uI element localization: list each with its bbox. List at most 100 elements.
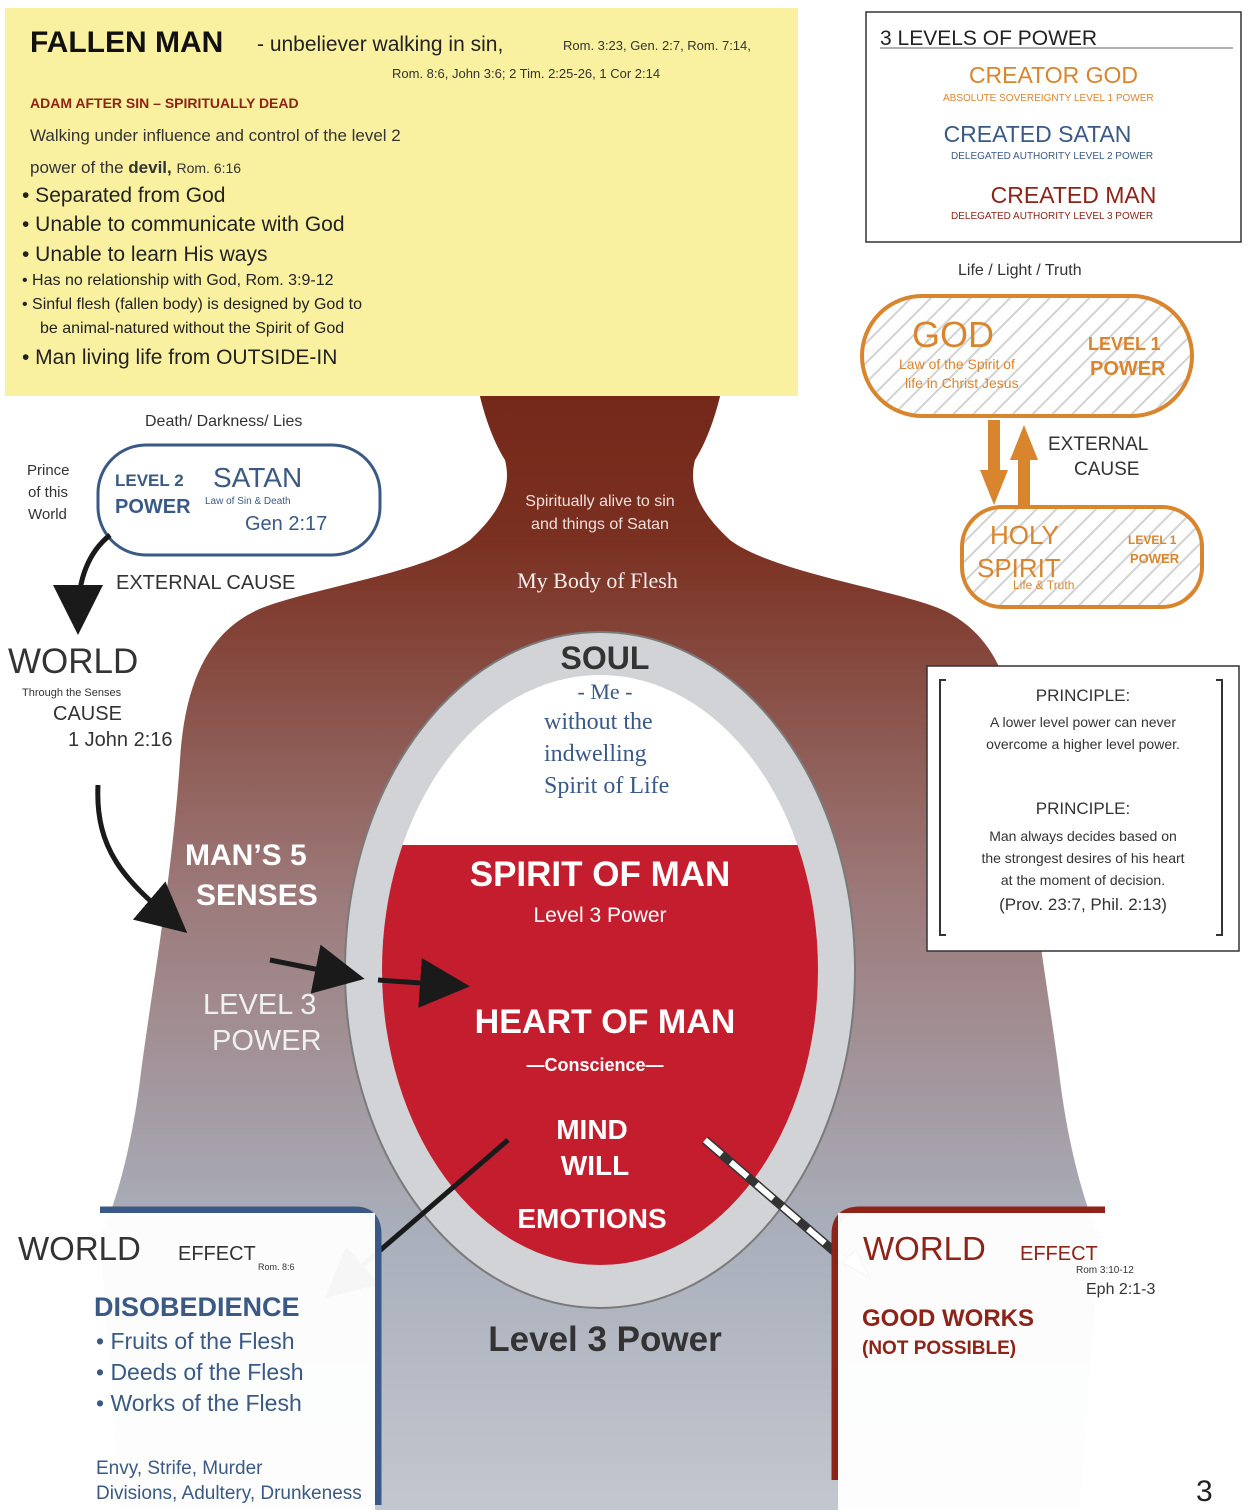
principle-2-title: PRINCIPLE: — [1035, 799, 1131, 818]
soul-me: - Me - — [577, 679, 633, 704]
satan-law: Law of Sin & Death — [205, 496, 291, 507]
levels-man-sub: DELEGATED AUTHORITY LEVEL 3 POWER — [951, 211, 1154, 222]
walking-line-2: power of the devil, Rom. 6:16 — [30, 158, 241, 178]
good-works: GOOD WORKS — [862, 1305, 1034, 1332]
world-cause-through: Through the Senses — [22, 687, 122, 699]
holy-spirit-sub: Life & Truth — [1013, 578, 1075, 592]
levels-satan: CREATED SATAN — [943, 121, 1132, 147]
bullet-outside-in: • Man living life from OUTSIDE-IN — [22, 346, 338, 369]
bullet-unable-communicate: • Unable to communicate with God — [22, 213, 345, 236]
levels-creator-sub: ABSOLUTE SOVEREIGNTY LEVEL 1 POWER — [943, 93, 1154, 104]
god-level-2: POWER — [1090, 358, 1166, 380]
levels-title: 3 LEVELS OF POWER — [880, 27, 1098, 50]
spirit-of-man: SPIRIT OF MAN — [469, 855, 731, 894]
fallen-man-subtitle: - unbeliever walking in sin, — [257, 33, 504, 56]
satan-external: EXTERNAL CAUSE — [116, 572, 296, 594]
god-external-1: EXTERNAL — [1048, 434, 1149, 455]
principle-1-title: PRINCIPLE: — [1035, 686, 1131, 705]
fallen-man-refs-2: Rom. 8:6, John 3:6; 2 Tim. 2:25-26, 1 Co… — [392, 66, 661, 81]
satan-top-label: Death/ Darkness/ Lies — [145, 413, 303, 430]
walking-line-2c: Rom. 6:16 — [176, 160, 242, 176]
works-of-flesh: • Works of the Flesh — [96, 1390, 302, 1416]
soul-line-1: without the — [544, 709, 653, 735]
conscience: —Conscience— — [526, 1055, 664, 1075]
level3-body-1: LEVEL 3 — [203, 989, 317, 1021]
prince-2: of this — [28, 484, 69, 501]
satan-name: SATAN — [213, 462, 303, 493]
bullet-unable-learn: • Unable to learn His ways — [22, 243, 268, 266]
emotions: EMOTIONS — [517, 1203, 667, 1234]
walking-line-2a: power of the — [30, 158, 129, 177]
holy-spirit-level-1: LEVEL 1 — [1128, 533, 1177, 547]
effect-right-world: WORLD — [863, 1230, 986, 1267]
body-alive-1: Spiritually alive to sin — [525, 493, 675, 510]
god-box — [860, 294, 1194, 418]
spirit-of-man-sub: Level 3 Power — [533, 904, 667, 927]
principle-1-line-1: A lower level power can never — [990, 714, 1176, 730]
holy-spirit-2: SPIRIT — [977, 553, 1061, 583]
holy-spirit-level-2: POWER — [1130, 551, 1180, 566]
principle-2-line-1: Man always decides based on — [989, 828, 1177, 844]
fruits-of-flesh: • Fruits of the Flesh — [96, 1328, 295, 1354]
soul-line-3: Spirit of Life — [544, 773, 670, 799]
page-number: 3 — [1196, 1475, 1213, 1508]
levels-satan-sub: DELEGATED AUTHORITY LEVEL 2 POWER — [951, 151, 1154, 162]
disobedience: DISOBEDIENCE — [94, 1292, 300, 1322]
body-flesh: My Body of Flesh — [517, 568, 678, 593]
soul-title: SOUL — [560, 640, 650, 676]
fallen-man-panel — [5, 8, 798, 396]
god-top-label: Life / Light / Truth — [958, 262, 1082, 279]
levels-man: CREATED MAN — [990, 182, 1157, 208]
will: WILL — [560, 1150, 630, 1181]
body-level3: Level 3 Power — [488, 1320, 722, 1359]
god-law-2: life in Christ Jesus — [905, 375, 1019, 391]
god-name: GOD — [912, 314, 995, 355]
principle-2-line-3: at the moment of decision. — [1000, 872, 1166, 888]
prince-3: World — [28, 506, 67, 523]
adam-heading: ADAM AFTER SIN – SPIRITUALLY DEAD — [30, 95, 299, 111]
effect-right-effect: EFFECT — [1020, 1243, 1098, 1265]
effect-right-ref-2: Eph 2:1-3 — [1086, 1281, 1156, 1298]
not-possible: (NOT POSSIBLE) — [862, 1338, 1017, 1359]
fallen-man-refs-1: Rom. 3:23, Gen. 2:7, Rom. 7:14, — [563, 38, 751, 53]
sins-list-1: Envy, Strife, Murder — [96, 1458, 263, 1479]
effect-left-ref: Rom. 8:6 — [258, 1262, 295, 1272]
walking-line-1: Walking under influence and control of t… — [30, 126, 401, 145]
satan-box — [96, 443, 382, 557]
god-level-1: LEVEL 1 — [1088, 334, 1161, 354]
senses-2: SENSES — [196, 879, 318, 912]
senses-1: MAN’S 5 — [185, 839, 307, 872]
satan-power: POWER — [115, 496, 191, 518]
body-alive-2: and things of Satan — [531, 516, 669, 533]
soul-line-2: indwelling — [544, 741, 647, 767]
level3-body-2: POWER — [212, 1025, 322, 1057]
principle-1-line-2: overcome a higher level power. — [986, 736, 1180, 752]
holy-spirit-box — [960, 505, 1204, 609]
heart-of-man: HEART OF MAN — [474, 1003, 736, 1041]
bullet-sinful-flesh: • Sinful flesh (fallen body) is designed… — [22, 296, 363, 313]
effect-left-effect: EFFECT — [178, 1243, 256, 1265]
orange-arrows — [980, 420, 1038, 505]
bullet-no-relationship: • Has no relationship with God, Rom. 3:9… — [22, 272, 334, 289]
bullet-sinful-flesh-cont: be animal-natured without the Spirit of … — [40, 320, 345, 337]
world-cause-ref: 1 John 2:16 — [68, 729, 173, 751]
effect-right-ref-1: Rom 3:10-12 — [1076, 1265, 1134, 1276]
prince-1: Prince — [27, 462, 70, 479]
bullet-separated: • Separated from God — [22, 184, 226, 207]
world-cause-label: CAUSE — [53, 703, 122, 725]
effect-left-world: WORLD — [18, 1230, 141, 1267]
satan-level: LEVEL 2 — [115, 471, 184, 490]
sins-list-2: Divisions, Adultery, Drunkeness — [96, 1483, 362, 1504]
god-external-2: CAUSE — [1074, 459, 1140, 480]
deeds-of-flesh: • Deeds of the Flesh — [96, 1359, 304, 1385]
satan-gen: Gen 2:17 — [245, 513, 328, 535]
principle-2-line-2: the strongest desires of his heart — [981, 850, 1185, 866]
levels-creator: CREATOR GOD — [968, 62, 1139, 88]
devil-word: devil, — [128, 158, 172, 177]
mind: MIND — [556, 1114, 628, 1145]
world-cause-title: WORLD — [8, 642, 139, 681]
god-law-1: Law of the Spirit of — [899, 356, 1015, 372]
principle-2-line-4: (Prov. 23:7, Phil. 2:13) — [999, 895, 1167, 914]
fallen-man-title: FALLEN MAN — [30, 26, 224, 59]
